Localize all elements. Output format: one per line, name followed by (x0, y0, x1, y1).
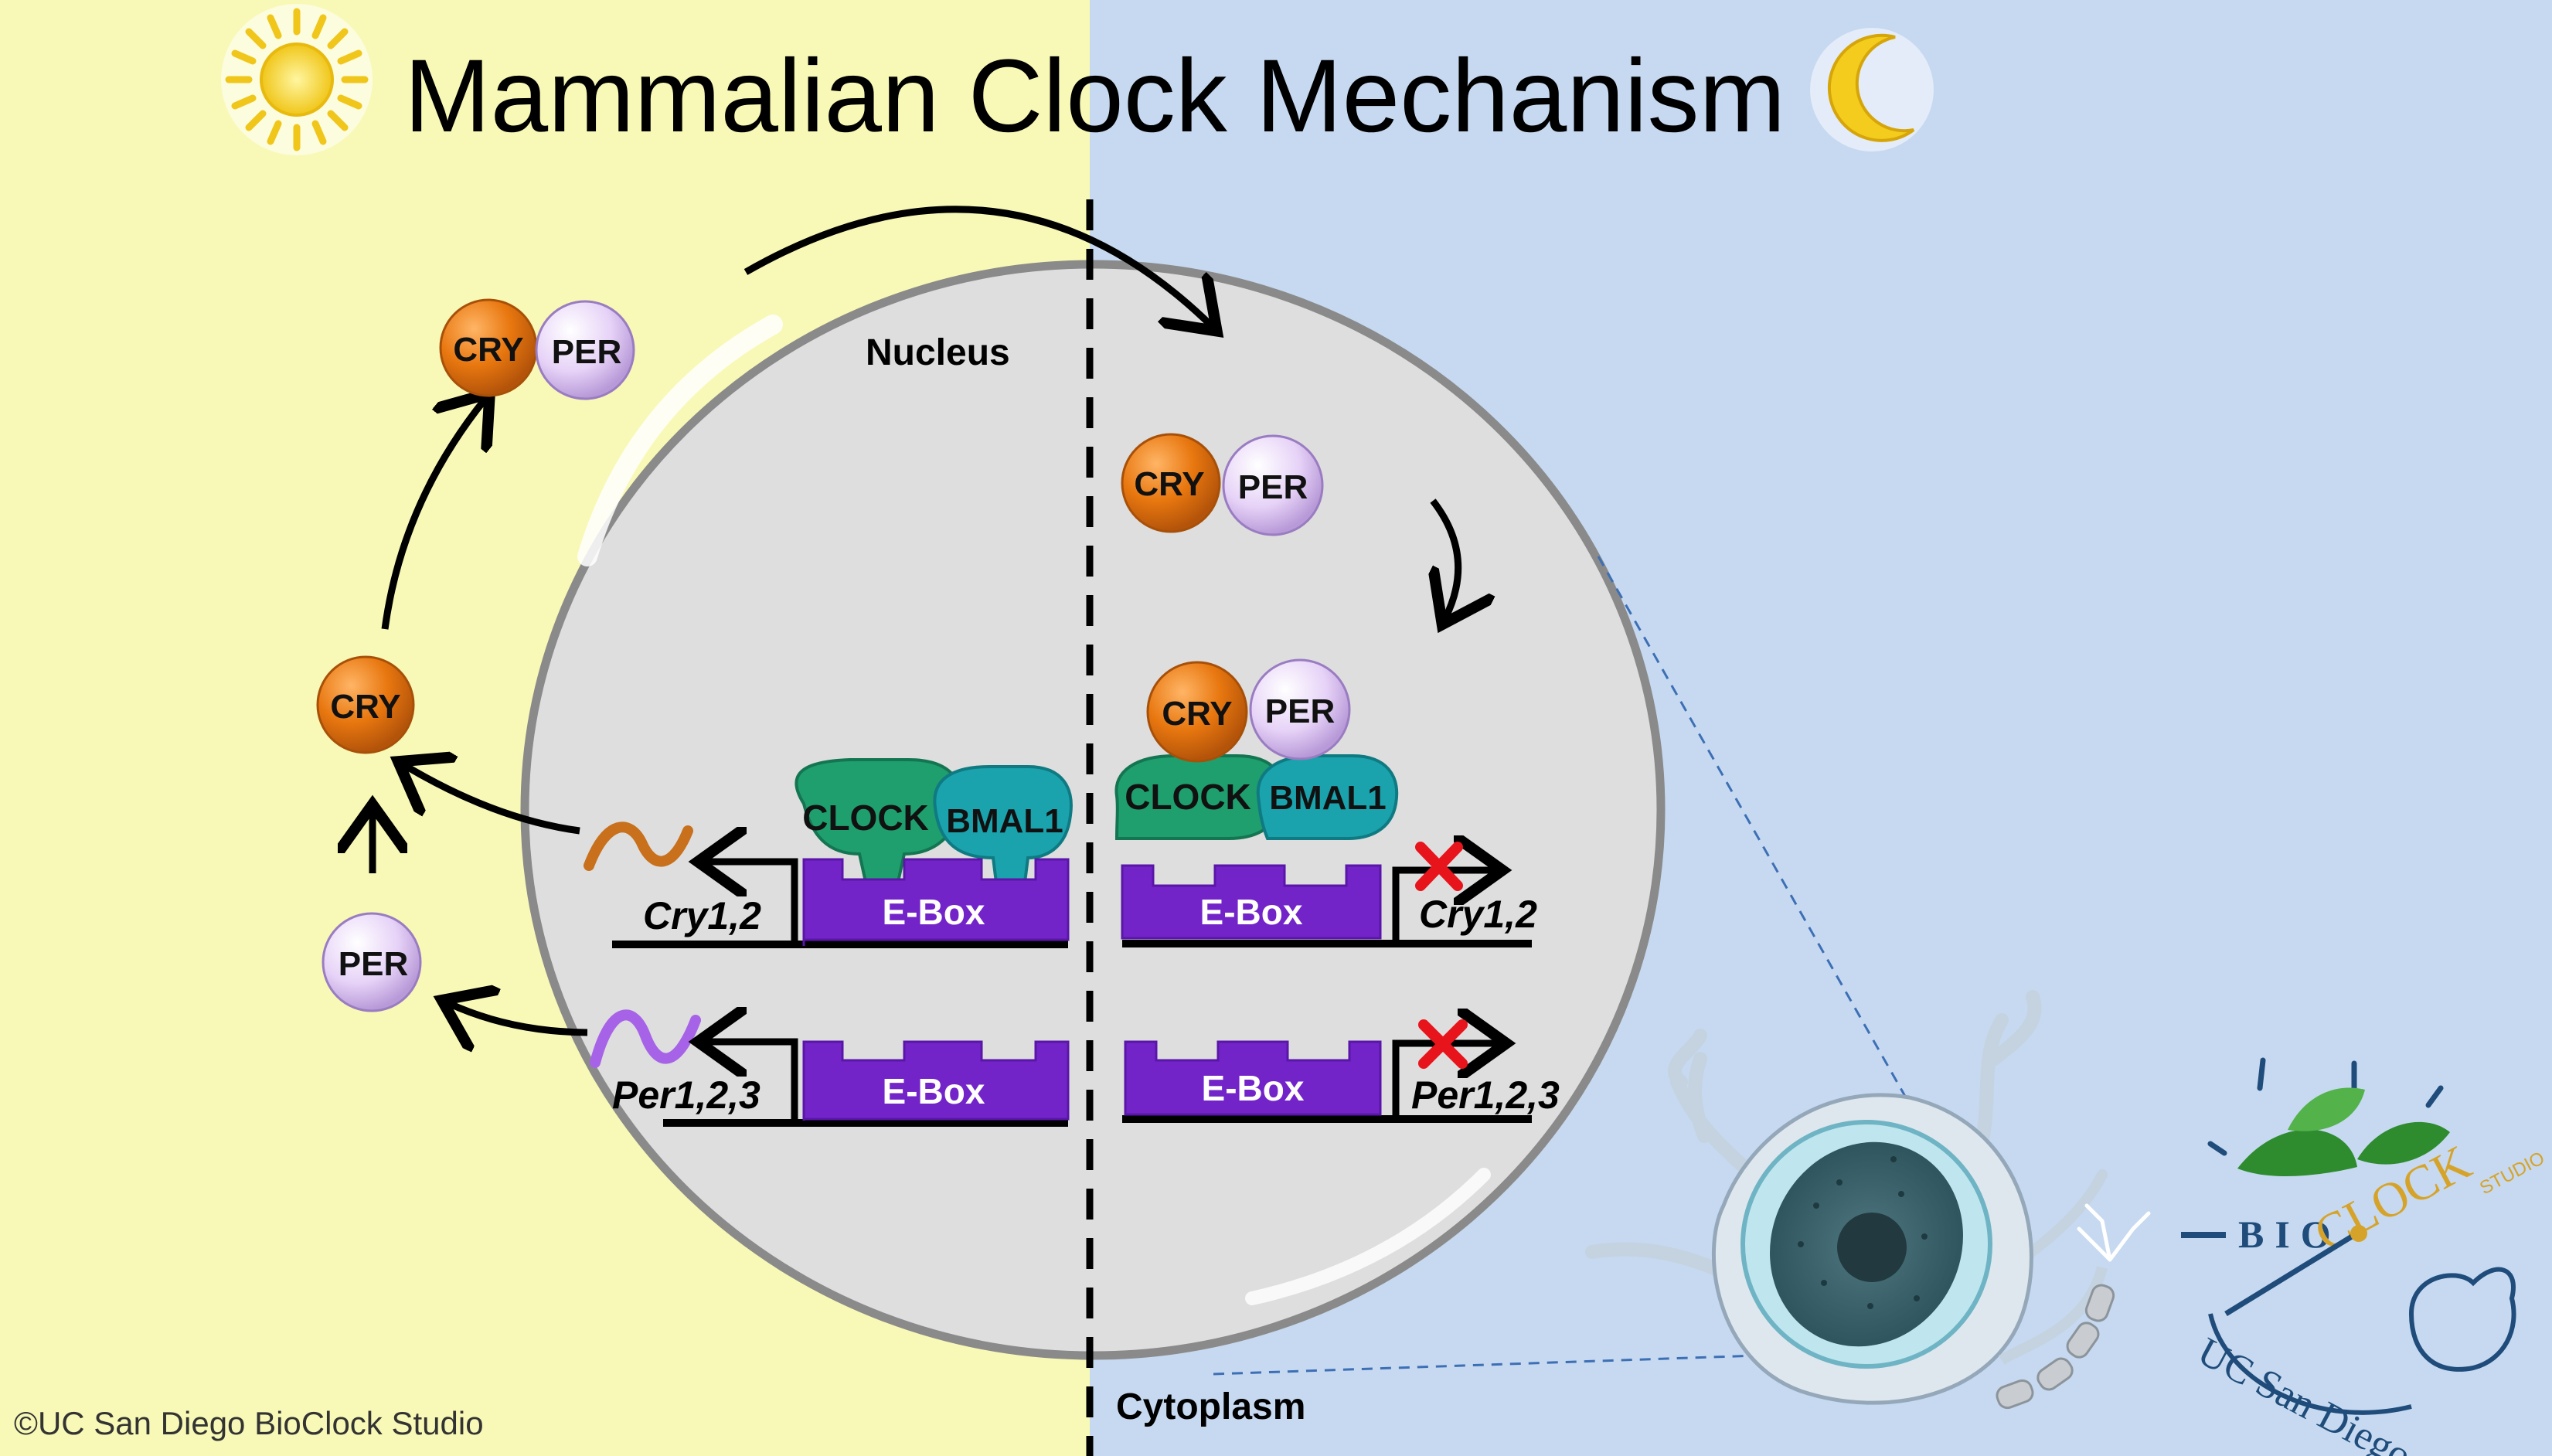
per-protein (1249, 658, 1351, 760)
ebox-label: E-Box (883, 892, 985, 932)
bmal1-protein (1256, 754, 1399, 840)
nuclear-entry-arrow (743, 206, 1212, 326)
ebox-label: E-Box (1200, 892, 1303, 932)
bmal1-protein (933, 765, 1073, 890)
neuron-illustration (1585, 990, 2151, 1410)
moon-icon (1810, 28, 1934, 151)
per-label: PER (552, 333, 621, 371)
transcription-start-arrow (705, 862, 798, 944)
per-gene-label: Per1,2,3 (1411, 1073, 1560, 1117)
cytoplasm-cry-per-dimer: CRY PER (439, 298, 635, 400)
per-gene-label: Per1,2,3 (612, 1073, 760, 1117)
per-protein (535, 300, 635, 400)
cytoplasm-label: Cytoplasm (1116, 1386, 1305, 1427)
cry-gene-label: Cry1,2 (1419, 893, 1537, 936)
repression-x-icon (1415, 842, 1463, 891)
active-clock-bmal1-complex: CLOCK BMAL1 (795, 758, 1073, 890)
logo-bio-text: BIO (2238, 1213, 2342, 1256)
bmal1-label: BMAL1 (946, 802, 1063, 840)
clock-label: CLOCK (1125, 777, 1251, 817)
cytoplasm-per-monomer: PER (322, 912, 422, 1012)
ebox (1124, 1040, 1382, 1116)
repressed-clock-bmal1-complex: CLOCK BMAL1 CRY PER (1114, 658, 1399, 840)
per-label: PER (1238, 468, 1308, 506)
ebox-label: E-Box (1202, 1068, 1305, 1108)
nuclear-cry-per-dimer: CRY PER (1121, 433, 1324, 536)
per-label: PER (339, 945, 408, 983)
ebox-label: E-Box (883, 1071, 985, 1111)
left-cry-locus: E-Box Cry1,2 (612, 858, 1070, 948)
repression-x-icon (1418, 1019, 1468, 1069)
per-translation-arrow (448, 1003, 588, 1032)
right-cry-locus: E-Box Cry1,2 (1121, 842, 1537, 947)
cry-translation-arrow (404, 765, 580, 835)
cytoplasm-cry-monomer: CRY (316, 655, 415, 754)
cry-label: CRY (1162, 695, 1232, 733)
transcription-start-arrow (705, 1042, 798, 1123)
blocked-transcription-arrow (1392, 1043, 1499, 1119)
complex-binding-arrow (1433, 498, 1458, 618)
left-per-locus: E-Box Per1,2,3 (612, 1040, 1070, 1127)
ebox (802, 1040, 1070, 1121)
cry-label: CRY (1134, 465, 1204, 503)
cry-gene-label: Cry1,2 (643, 894, 761, 937)
right-per-locus: E-Box Per1,2,3 (1122, 1019, 1560, 1123)
cry-label: CRY (453, 331, 523, 369)
sun-icon (221, 4, 373, 155)
nucleus-label: Nucleus (866, 332, 1010, 373)
cry-label: CRY (330, 688, 400, 726)
cry-protein (1146, 661, 1248, 763)
blocked-transcription-arrow (1392, 870, 1495, 944)
diagram-title: Mammalian Clock Mechanism (404, 39, 1785, 154)
per-label: PER (1265, 692, 1335, 730)
ebox (802, 858, 1070, 946)
per-mrna (590, 1009, 701, 1068)
copyright-text: ©UC San Diego BioClock Studio (14, 1405, 484, 1441)
bmal1-label: BMAL1 (1269, 779, 1387, 817)
ebox (1121, 864, 1382, 940)
cry-to-dimer-arrow (381, 399, 485, 630)
cry-mrna (584, 822, 693, 871)
clock-label: CLOCK (802, 798, 929, 838)
